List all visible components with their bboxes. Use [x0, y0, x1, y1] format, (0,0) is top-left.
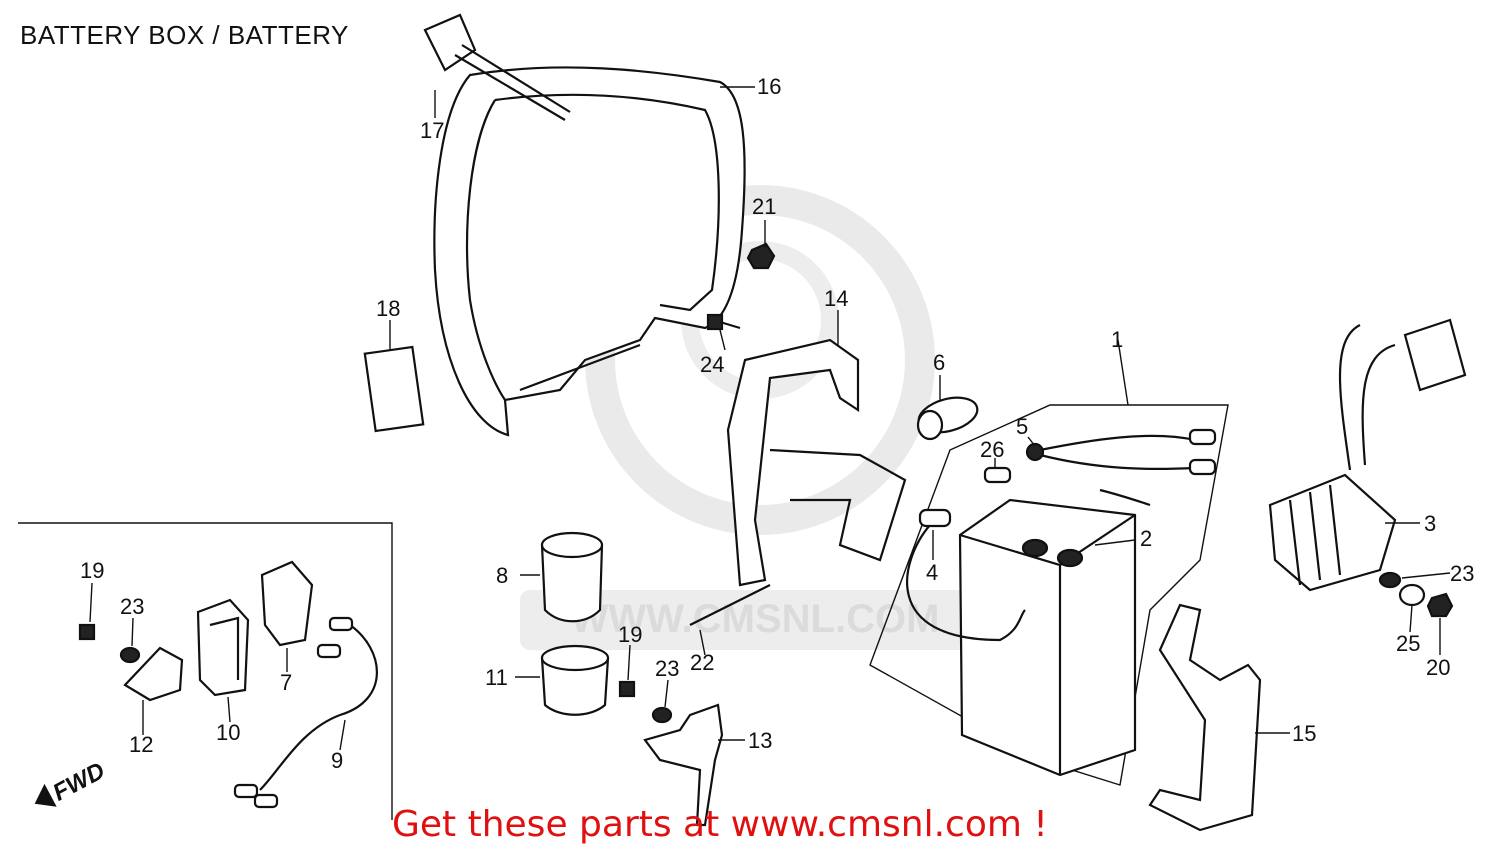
- inset-frame: [18, 522, 393, 820]
- callout-16: 16: [757, 74, 781, 99]
- callout-23-right: 23: [1450, 561, 1474, 586]
- callout-22: 21: [752, 194, 776, 219]
- collar-24: [1398, 583, 1426, 607]
- fwd-label: FWD: [48, 757, 109, 806]
- callout-1: 1: [1111, 327, 1123, 352]
- regulator-rectifier: [1268, 318, 1467, 592]
- rubber-tube: [916, 396, 979, 441]
- callout-23-center: 23: [655, 656, 679, 681]
- fwd-arrow: FWD: [34, 757, 109, 807]
- relay-8: [540, 531, 604, 623]
- regulator-bracket: [1148, 603, 1262, 832]
- washer-23-inset: [119, 646, 141, 664]
- callout-15: 15: [1292, 721, 1316, 746]
- callout-23-inset: 23: [120, 594, 144, 619]
- page-title: BATTERY BOX / BATTERY: [20, 20, 349, 50]
- callout-20: 24: [700, 352, 724, 377]
- watermark-text: WWW.CMSNL.COM: [571, 597, 940, 641]
- callout-7: 7: [280, 670, 292, 695]
- battery-bracket: [726, 338, 907, 587]
- callout-3: 3: [1424, 511, 1436, 536]
- washer-23-right: [1378, 571, 1402, 589]
- callout-25: 22: [690, 650, 714, 675]
- callout-12: 12: [129, 732, 153, 757]
- callout-9: 9: [331, 748, 343, 773]
- washer-23-center: [651, 706, 673, 724]
- callout-17: 17: [420, 118, 444, 143]
- callout-19-center: 19: [618, 622, 642, 647]
- callout-2: 2: [1140, 526, 1152, 551]
- callout-11: 11: [485, 665, 508, 690]
- callout-19-inset: 19: [80, 558, 104, 583]
- callout-13: 13: [748, 728, 772, 753]
- knob-screw: [423, 13, 571, 121]
- callouts: 16 17 18 21 24 14 6 1 5 26 4 2 3 23 25 2…: [80, 74, 1474, 773]
- callout-5: 5: [1016, 414, 1028, 439]
- bolt-19-center: [618, 680, 636, 698]
- callout-24: 25: [1396, 631, 1420, 656]
- callout-14: 14: [824, 286, 848, 311]
- promo-banner[interactable]: Get these parts at www.cmsnl.com !: [392, 804, 1048, 845]
- callout-8: 8: [496, 563, 508, 588]
- callout-26: 26: [980, 437, 1004, 462]
- stay-13: [643, 703, 724, 827]
- rubber-mount-7: [260, 560, 314, 647]
- callout-21: 20: [1426, 655, 1450, 680]
- flasher-11: [540, 644, 610, 716]
- callout-6: 6: [933, 350, 945, 375]
- callout-10: 10: [216, 720, 240, 745]
- callout-4: 4: [926, 560, 938, 585]
- sub-harness-9: [233, 616, 378, 809]
- rubber-mount-10: [196, 598, 250, 697]
- cotter-pin: [689, 584, 771, 626]
- battery-wiring: [906, 428, 1217, 642]
- battery: [958, 498, 1137, 777]
- callout-18: 18: [376, 296, 400, 321]
- bolt-20: [706, 313, 741, 331]
- bracket-12: [123, 646, 184, 702]
- bolt-19-inset: [78, 623, 96, 641]
- nut-22: [746, 242, 776, 270]
- nut-21: [1426, 592, 1454, 618]
- leader-lines: [89, 86, 1451, 751]
- caution-label: [363, 345, 425, 433]
